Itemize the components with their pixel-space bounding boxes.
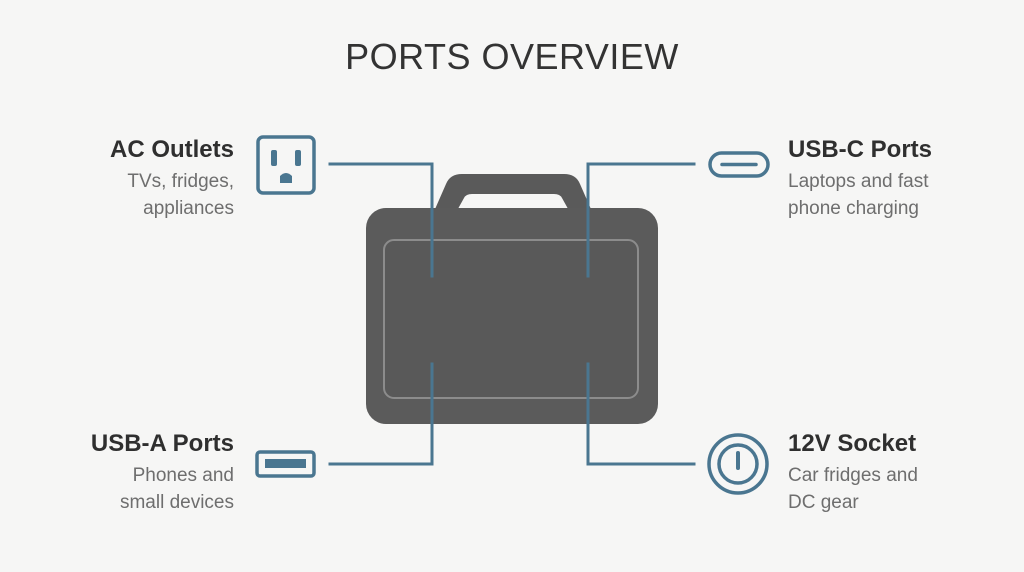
page-title: PORTS OVERVIEW (345, 36, 679, 77)
ac-connector-line (328, 162, 434, 278)
ac-outlet-icon (256, 135, 316, 195)
usb-a-heading: USB-A Ports (90, 430, 234, 457)
power-station-device (366, 174, 658, 424)
usba-connector-line (328, 362, 434, 466)
12v-socket-icon (707, 433, 769, 495)
12v-socket-label: 12V Socket Car fridges and DC gear (788, 430, 1008, 516)
usb-c-heading: USB-C Ports (788, 136, 933, 163)
ac-outlets-label: AC Outlets TVs, fridges, appliances (14, 136, 234, 222)
12v-connector-line (586, 362, 696, 466)
12v-socket-heading: 12V Socket (788, 430, 917, 457)
ac-outlets-description: TVs, fridges, appliances (127, 171, 234, 219)
device-front-panel (383, 239, 639, 399)
usb-c-label: USB-C Ports Laptops and fast phone charg… (788, 136, 1008, 222)
device-handle (432, 174, 594, 216)
usb-c-description: Laptops and fast phone charging (788, 171, 929, 219)
usb-a-description: Phones and small devices (119, 465, 234, 513)
connector-lines (328, 162, 696, 466)
usbc-connector-line (586, 162, 696, 278)
usb-a-label: USB-A Ports Phones and small devices (14, 430, 234, 516)
12v-socket-description: Car fridges and DC gear (788, 465, 918, 513)
ac-outlets-heading: AC Outlets (109, 136, 234, 163)
usb-a-icon (255, 450, 316, 478)
usb-c-icon (708, 151, 770, 178)
